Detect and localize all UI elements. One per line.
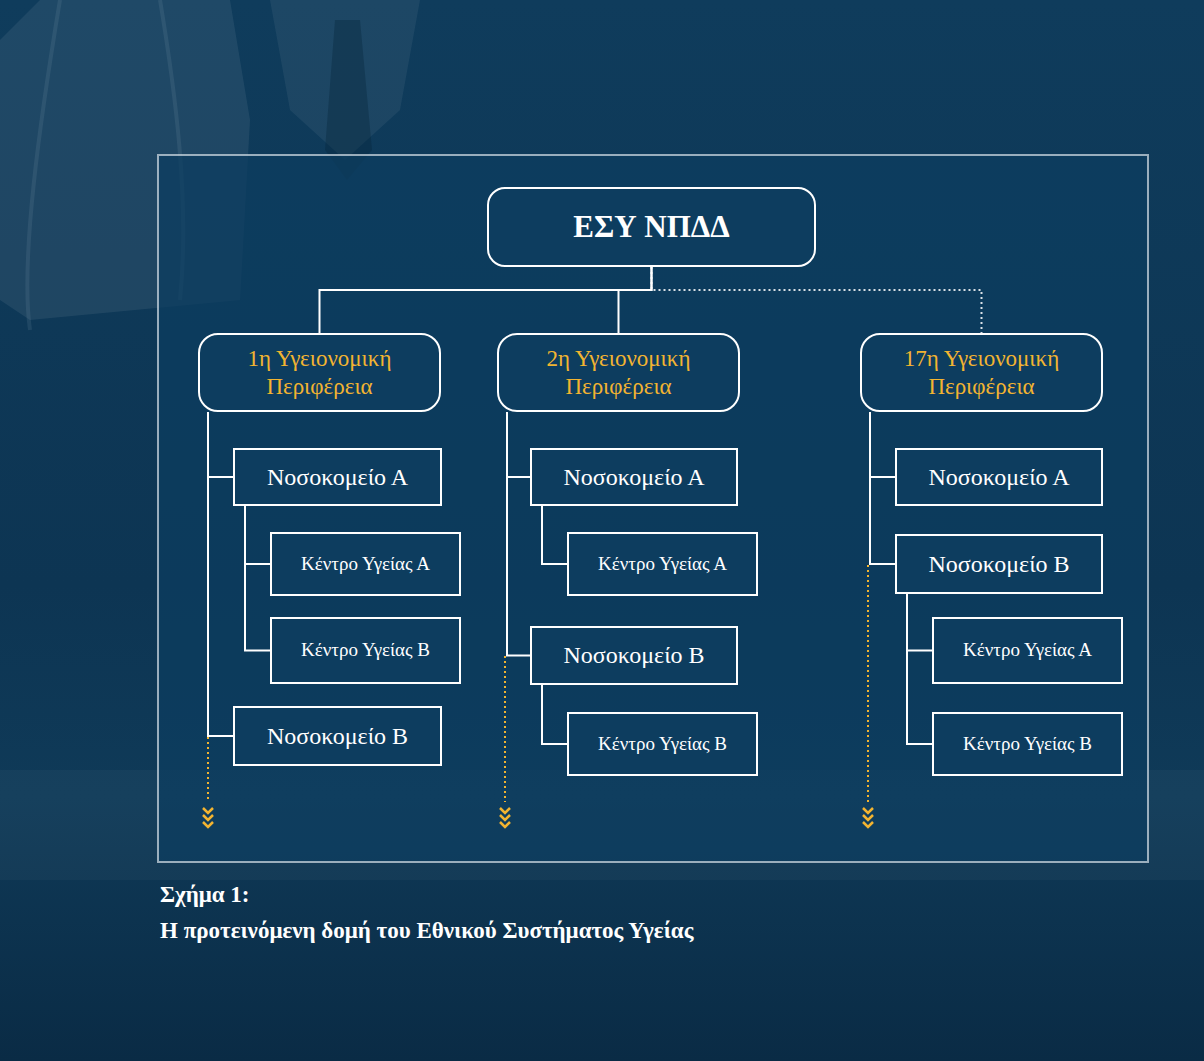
tree-connector [245, 506, 270, 651]
node-text: Νοσοκομείο Α [563, 463, 704, 492]
tree-connector [320, 267, 652, 333]
tree-connector [208, 412, 233, 477]
node-text: Νοσοκομείο Β [928, 550, 1069, 579]
node-text: Κέντρο Υγείας Α [301, 553, 430, 576]
health-centre-box: Κέντρο Υγείας Β [270, 617, 461, 684]
tree-connector [208, 412, 233, 736]
node-text: Νοσοκομείο Β [563, 641, 704, 670]
node-text: Κέντρο Υγείας Β [301, 639, 430, 662]
tree-connector [542, 685, 567, 744]
caption: Η προτεινόμενη δομή του Εθνικού Συστήματ… [160, 918, 693, 944]
tree-connector [507, 412, 530, 477]
node-text: Κέντρο Υγείας Β [963, 733, 1092, 756]
tree-connector [652, 267, 982, 333]
chevron [863, 815, 873, 820]
chevron [203, 815, 213, 820]
tree-connector [542, 506, 567, 564]
health-centre-box: Κέντρο Υγείας Α [270, 532, 461, 596]
health-centre-box: Κέντρο Υγείας Β [567, 712, 758, 776]
node-text: Κέντρο Υγείας Α [963, 639, 1092, 662]
frame [158, 155, 1148, 862]
tree-connector [907, 594, 932, 651]
hospital-box: Νοσοκομείο Β [895, 534, 1103, 594]
region-box: 2η Υγειονομική Περιφέρεια [497, 333, 740, 412]
root-box: ΕΣΥ ΝΠΔΔ [487, 187, 816, 267]
dotted-continuation [867, 565, 869, 802]
hospital-box: Νοσοκομείο Α [530, 448, 738, 506]
tree-connector [907, 594, 932, 744]
figure-number: Σχήμα 1: [160, 882, 250, 908]
tree-connector [870, 412, 895, 477]
chevron [500, 808, 510, 813]
node-text: 2η Υγειονομική Περιφέρεια [509, 345, 728, 400]
dotted-continuation [504, 656, 506, 802]
node-text: 1η Υγειονομική Περιφέρεια [210, 345, 429, 400]
node-text: Νοσοκομείο Β [267, 722, 408, 751]
chevron [863, 822, 873, 827]
hospital-box: Νοσοκομείο Β [530, 626, 738, 685]
hospital-box: Νοσοκομείο Α [895, 448, 1103, 506]
chevron [500, 822, 510, 827]
chevron [500, 815, 510, 820]
health-centre-box: Κέντρο Υγείας Β [932, 712, 1123, 776]
health-centre-box: Κέντρο Υγείας Α [932, 617, 1123, 684]
node-text: Κέντρο Υγείας Β [598, 733, 727, 756]
tree-connector [507, 412, 530, 656]
tree-connector [870, 412, 895, 564]
hospital-box: Νοσοκομείο Β [233, 706, 442, 766]
node-text: 17η Υγειονομική Περιφέρεια [872, 345, 1091, 400]
tree-connector [245, 506, 270, 564]
chevron [203, 808, 213, 813]
node-text: Κέντρο Υγείας Α [598, 553, 727, 576]
region-box: 17η Υγειονομική Περιφέρεια [860, 333, 1103, 412]
dotted-continuation [207, 737, 209, 802]
hospital-box: Νοσοκομείο Α [233, 448, 442, 506]
region-box: 1η Υγειονομική Περιφέρεια [198, 333, 441, 412]
health-centre-box: Κέντρο Υγείας Α [567, 532, 758, 596]
chevron [863, 808, 873, 813]
tree-connector [619, 267, 652, 333]
node-text: Νοσοκομείο Α [928, 463, 1069, 492]
chevron [203, 822, 213, 827]
node-text: ΕΣΥ ΝΠΔΔ [573, 208, 729, 245]
node-text: Νοσοκομείο Α [267, 463, 408, 492]
